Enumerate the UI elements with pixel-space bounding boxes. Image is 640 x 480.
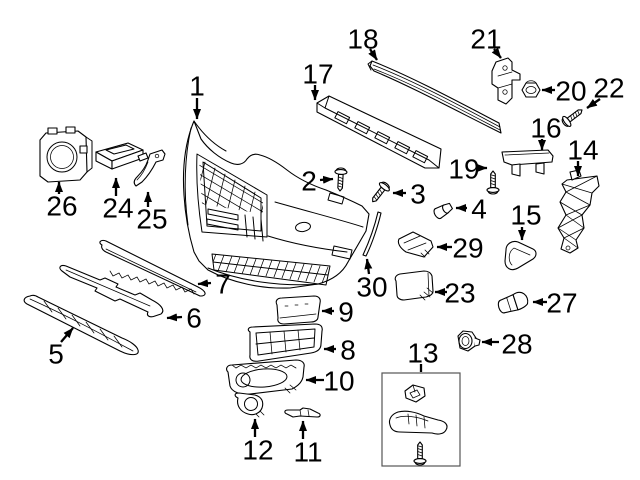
part-29-side-bracket (397, 231, 434, 258)
part-1-bumper-cover (182, 120, 370, 289)
callout-label-20: 20 (555, 76, 586, 107)
part-13-repair-kit (381, 372, 461, 467)
part-16-upper-bracket (501, 149, 554, 177)
callout-arrow-21 (491, 47, 502, 59)
callout-label-29: 29 (452, 233, 483, 264)
callout-label-12: 12 (242, 435, 273, 466)
callout-arrow-18 (368, 48, 378, 61)
callout-label-8: 8 (340, 335, 356, 366)
part-12-fog-light-trim-ring (234, 392, 265, 418)
part-30-molding-strip (362, 211, 382, 257)
callout-label-5: 5 (48, 339, 64, 370)
callout-arrow-22 (586, 98, 601, 109)
callout-label-1: 1 (189, 71, 205, 102)
callout-label-22: 22 (593, 73, 624, 104)
part-21-corner-bracket (491, 57, 521, 105)
callout-label-4: 4 (471, 194, 487, 225)
part-4-clip-pin (433, 202, 453, 220)
callout-label-10: 10 (323, 366, 354, 397)
part-23-cover-plate (394, 270, 434, 301)
callout-arrow-5 (60, 327, 74, 343)
callout-label-23: 23 (444, 278, 475, 309)
callout-label-19: 19 (448, 154, 479, 185)
callout-arrow-2 (319, 175, 334, 184)
callout-label-27: 27 (546, 288, 577, 319)
callout-label-11: 11 (293, 437, 322, 468)
callout-label-2: 2 (301, 166, 317, 197)
callout-arrow-6 (166, 313, 183, 322)
callout-label-30: 30 (356, 272, 387, 303)
callout-label-16: 16 (530, 113, 561, 144)
kit-clip (404, 384, 426, 403)
callout-label-26: 26 (46, 191, 77, 222)
callout-label-9: 9 (338, 297, 354, 328)
part-18-impact-bar (367, 60, 502, 134)
part-9-mounting-plate (275, 295, 321, 325)
callout-label-17: 17 (302, 59, 333, 90)
part-27-park-assist-sensor (497, 291, 529, 314)
callout-label-18: 18 (347, 24, 378, 55)
callout-label-21: 21 (470, 24, 501, 55)
callout-label-24: 24 (102, 193, 133, 224)
callout-label-3: 3 (410, 179, 426, 210)
part-11-trim-strip (284, 407, 321, 418)
callout-label-14: 14 (567, 135, 598, 166)
part-20-cap-nut (521, 80, 541, 98)
part-28-retainer-grommet (457, 330, 481, 352)
part-24-control-module (95, 142, 149, 170)
part-7-upper-grille-strip (99, 239, 206, 297)
callout-label-13: 13 (407, 338, 438, 369)
part-15-guide-bracket (504, 240, 537, 271)
part-10-fog-light-grille (226, 359, 305, 395)
callout-arrow-7 (197, 279, 212, 288)
callout-arrow-30 (364, 258, 373, 275)
kit-box (381, 372, 461, 467)
part-25-module-bracket (133, 149, 166, 187)
part-6-center-molding-strip (59, 264, 164, 318)
part-26-radar-sensor (39, 126, 93, 183)
callout-label-7: 7 (215, 269, 231, 300)
part-17-energy-absorber (316, 95, 442, 169)
callout-label-28: 28 (501, 329, 532, 360)
callout-label-15: 15 (510, 200, 541, 231)
callout-label-25: 25 (136, 204, 167, 235)
part-8-center-lower-grille (247, 323, 323, 362)
kit-bracket (388, 410, 448, 435)
part-5-lower-grille-molding (23, 294, 139, 356)
lower-mesh (212, 254, 329, 284)
callout-label-6: 6 (186, 303, 202, 334)
